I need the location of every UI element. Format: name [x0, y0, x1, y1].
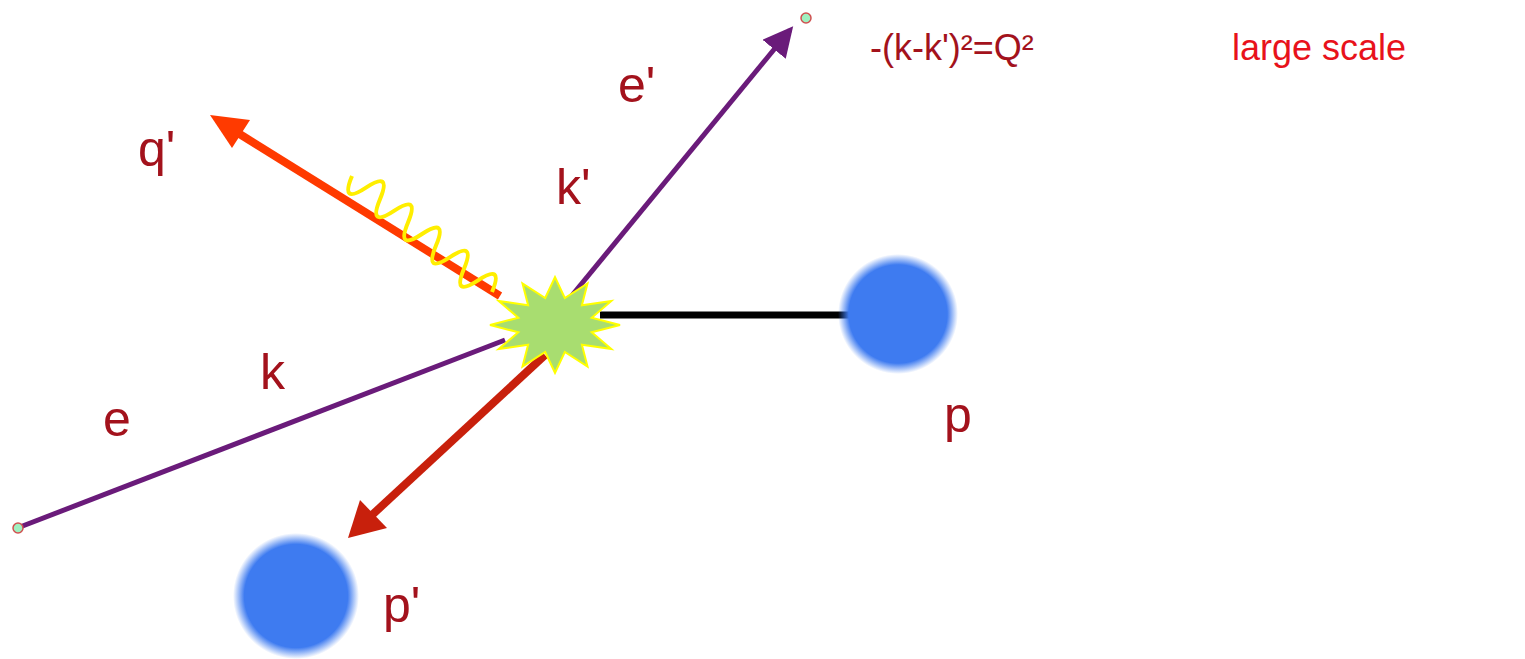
photon-wave	[348, 176, 496, 292]
particle-label: e'	[618, 58, 655, 113]
momentum-label: k	[260, 345, 285, 400]
outgoing-proton-line	[372, 355, 545, 515]
arrow-head	[348, 500, 387, 538]
particle-label: e	[103, 392, 131, 447]
quark-line	[238, 133, 500, 296]
outgoing-electron	[560, 30, 790, 310]
momentum-label: k'	[556, 160, 591, 215]
particle-label: p	[944, 388, 972, 443]
endpoint-dot	[801, 13, 811, 23]
particle-label: p'	[383, 578, 420, 633]
arrow-head	[210, 115, 250, 148]
interaction-blob	[490, 277, 620, 373]
scale-formula: -(k-k')²=Q²	[870, 28, 1034, 68]
endpoint-dot	[13, 523, 23, 533]
proton-line	[600, 312, 850, 319]
particle-label: q'	[138, 122, 175, 177]
proton-circle	[233, 533, 359, 659]
proton-circle	[838, 254, 958, 374]
incoming-electron	[20, 340, 505, 527]
scale-note: large scale	[1232, 28, 1406, 68]
